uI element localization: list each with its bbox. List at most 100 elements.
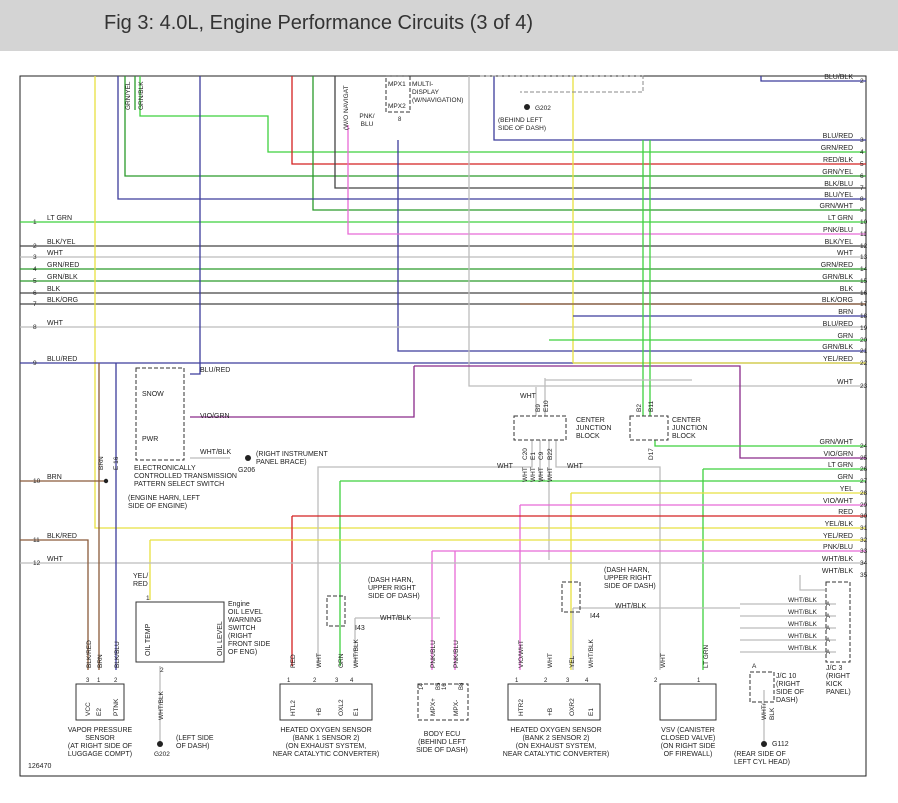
label-layer: BLU/BLK2BLU/RED3GRN/RED4RED/BLK5GRN/YEL6… — [28, 74, 868, 770]
right-wire-label: BLU/RED — [823, 321, 853, 328]
bank2-wire-label: VIO/WHT — [518, 640, 525, 668]
right-wire-label: GRN/WHT — [820, 439, 854, 446]
jb2-pin-b11: B11 — [648, 401, 655, 412]
right-wire-label: YEL — [840, 486, 853, 493]
jb-pin-bottom: C20 — [522, 448, 529, 460]
vapor-wire-label: BLK/RED — [86, 640, 93, 668]
left-wire-label: BLU/RED — [47, 356, 77, 363]
figure-id: 126470 — [28, 763, 51, 770]
left-wire-label: LT GRN — [47, 215, 72, 222]
g202-oil-ground — [157, 741, 163, 747]
vsv-pin: 1 — [697, 678, 701, 684]
vsv-wire-label: LT GRN — [703, 644, 710, 668]
right-wire-label: BLK/ORG — [822, 297, 853, 304]
wire-vio-grn-switch — [190, 366, 415, 418]
bank1-note: HEATED OXYGEN SENSOR(BANK 1 SENSOR 2)(ON… — [273, 727, 379, 758]
vapor-wire-label: BRN — [97, 654, 104, 668]
wire-blu-red-switch — [190, 76, 201, 375]
wire-grn-wht — [312, 76, 866, 211]
right-wire-label: WHT/BLK — [822, 556, 853, 563]
left-wire-label: GRN/RED — [47, 262, 79, 269]
jc3-pin: A — [826, 626, 830, 632]
left-wire-label: GRN/BLK — [47, 274, 78, 281]
ecu-pin: 16 — [442, 683, 448, 690]
ecu-wire-label: PNK/BLU — [430, 640, 437, 668]
wire-blk-blu — [334, 76, 866, 189]
jb-wht-right: WHT — [567, 463, 584, 470]
bank1-term: OXL2 — [338, 699, 345, 716]
right-wire-label: WHT — [837, 379, 854, 386]
left-pin-number: 5 — [33, 278, 37, 285]
left-pin-number: 11 — [33, 537, 40, 544]
wire-grn-wht-24 — [654, 440, 866, 447]
vapor-pressure-sensor — [75, 683, 125, 721]
jb-wht-vertical: WHT — [522, 467, 529, 482]
bank2-wire-label: YEL — [569, 655, 576, 668]
right-wire-label: GRN/RED — [821, 145, 853, 152]
left-pin-number: 6 — [33, 290, 37, 297]
bank2-pin: 2 — [544, 678, 548, 684]
dash-right-pin: I44 — [590, 613, 600, 620]
jb-pin-b9: B9 — [535, 404, 542, 412]
bank1-wire-label: RED — [290, 654, 297, 668]
vsv-pin: 2 — [654, 678, 658, 684]
right-pin-number: 20 — [860, 337, 868, 344]
right-wire-label: GRN/WHT — [820, 203, 854, 210]
right-pin-number: 4 — [860, 149, 864, 156]
vapor-term: VCC — [85, 702, 92, 716]
oil-level-label: OIL LEVEL — [217, 621, 224, 656]
dash-right-wht-blk: WHT/BLK — [615, 603, 646, 610]
right-wire-label: GRN/YEL — [822, 169, 853, 176]
switch-blu-red-label: BLU/RED — [200, 367, 230, 374]
right-pin-number: 21 — [860, 348, 868, 355]
snow-label: SNOW — [142, 391, 164, 398]
oil-pin2: 2 — [160, 667, 164, 674]
bank1-pin: 2 — [313, 678, 317, 684]
bank2-pin: 3 — [566, 678, 570, 684]
right-wire-label: WHT/BLK — [822, 568, 853, 575]
right-pin-number: 33 — [860, 548, 868, 555]
bank1-term: +B — [316, 708, 323, 716]
jb2-pin-b2: B2 — [636, 404, 643, 412]
bank1-pin: 1 — [287, 678, 291, 684]
g206-ground — [245, 455, 251, 461]
jc10-pin-a: A — [752, 663, 757, 670]
oil-wht-blk-vertical: WHT/BLK — [158, 690, 165, 720]
vapor-pin: 1 — [97, 678, 101, 684]
wire-wht-bank1 — [317, 440, 533, 666]
ecu-term: MPX- — [453, 700, 460, 716]
grn-yel-label: GRN/YEL — [125, 81, 132, 110]
right-wire-label: VIO/WHT — [823, 498, 854, 505]
g202-oil-label: G202 — [154, 751, 170, 758]
right-wire-label: WHT — [837, 250, 854, 257]
right-wire-label: GRN/RED — [821, 262, 853, 269]
bank2-pin: 4 — [585, 678, 589, 684]
left-pin-number: 1 — [33, 219, 37, 226]
right-pin-number: 29 — [860, 502, 868, 509]
right-pin-number: 8 — [860, 196, 864, 203]
bank2-term: HTR2 — [518, 699, 525, 716]
oil-level-warning-switch — [135, 601, 225, 663]
right-pin-number: 30 — [860, 513, 868, 520]
jc3-wire-label: WHT/BLK — [788, 609, 818, 616]
bank1-wire-label: WHT — [316, 653, 323, 668]
pattern-select-switch — [135, 367, 185, 461]
wire-blu-red-b — [397, 140, 866, 352]
pnk-blu-label: PNK/BLU — [359, 113, 374, 128]
jc10-connector — [749, 671, 775, 703]
jb-pin-bottom: B22 — [547, 448, 554, 460]
bank2-wire-label: WHT/BLK — [588, 638, 595, 668]
wire-red-blk — [291, 76, 866, 165]
dashed-frame-top — [480, 75, 644, 93]
right-pin-number: 27 — [860, 478, 868, 485]
mpx2-label: MPX2 — [388, 103, 406, 110]
grn-blk-label: GRN/BLK — [138, 81, 145, 110]
bank2-term: E1 — [588, 708, 595, 716]
wire-wht-jb-b — [539, 440, 545, 481]
jc3-wire-label: WHT/BLK — [788, 621, 818, 628]
